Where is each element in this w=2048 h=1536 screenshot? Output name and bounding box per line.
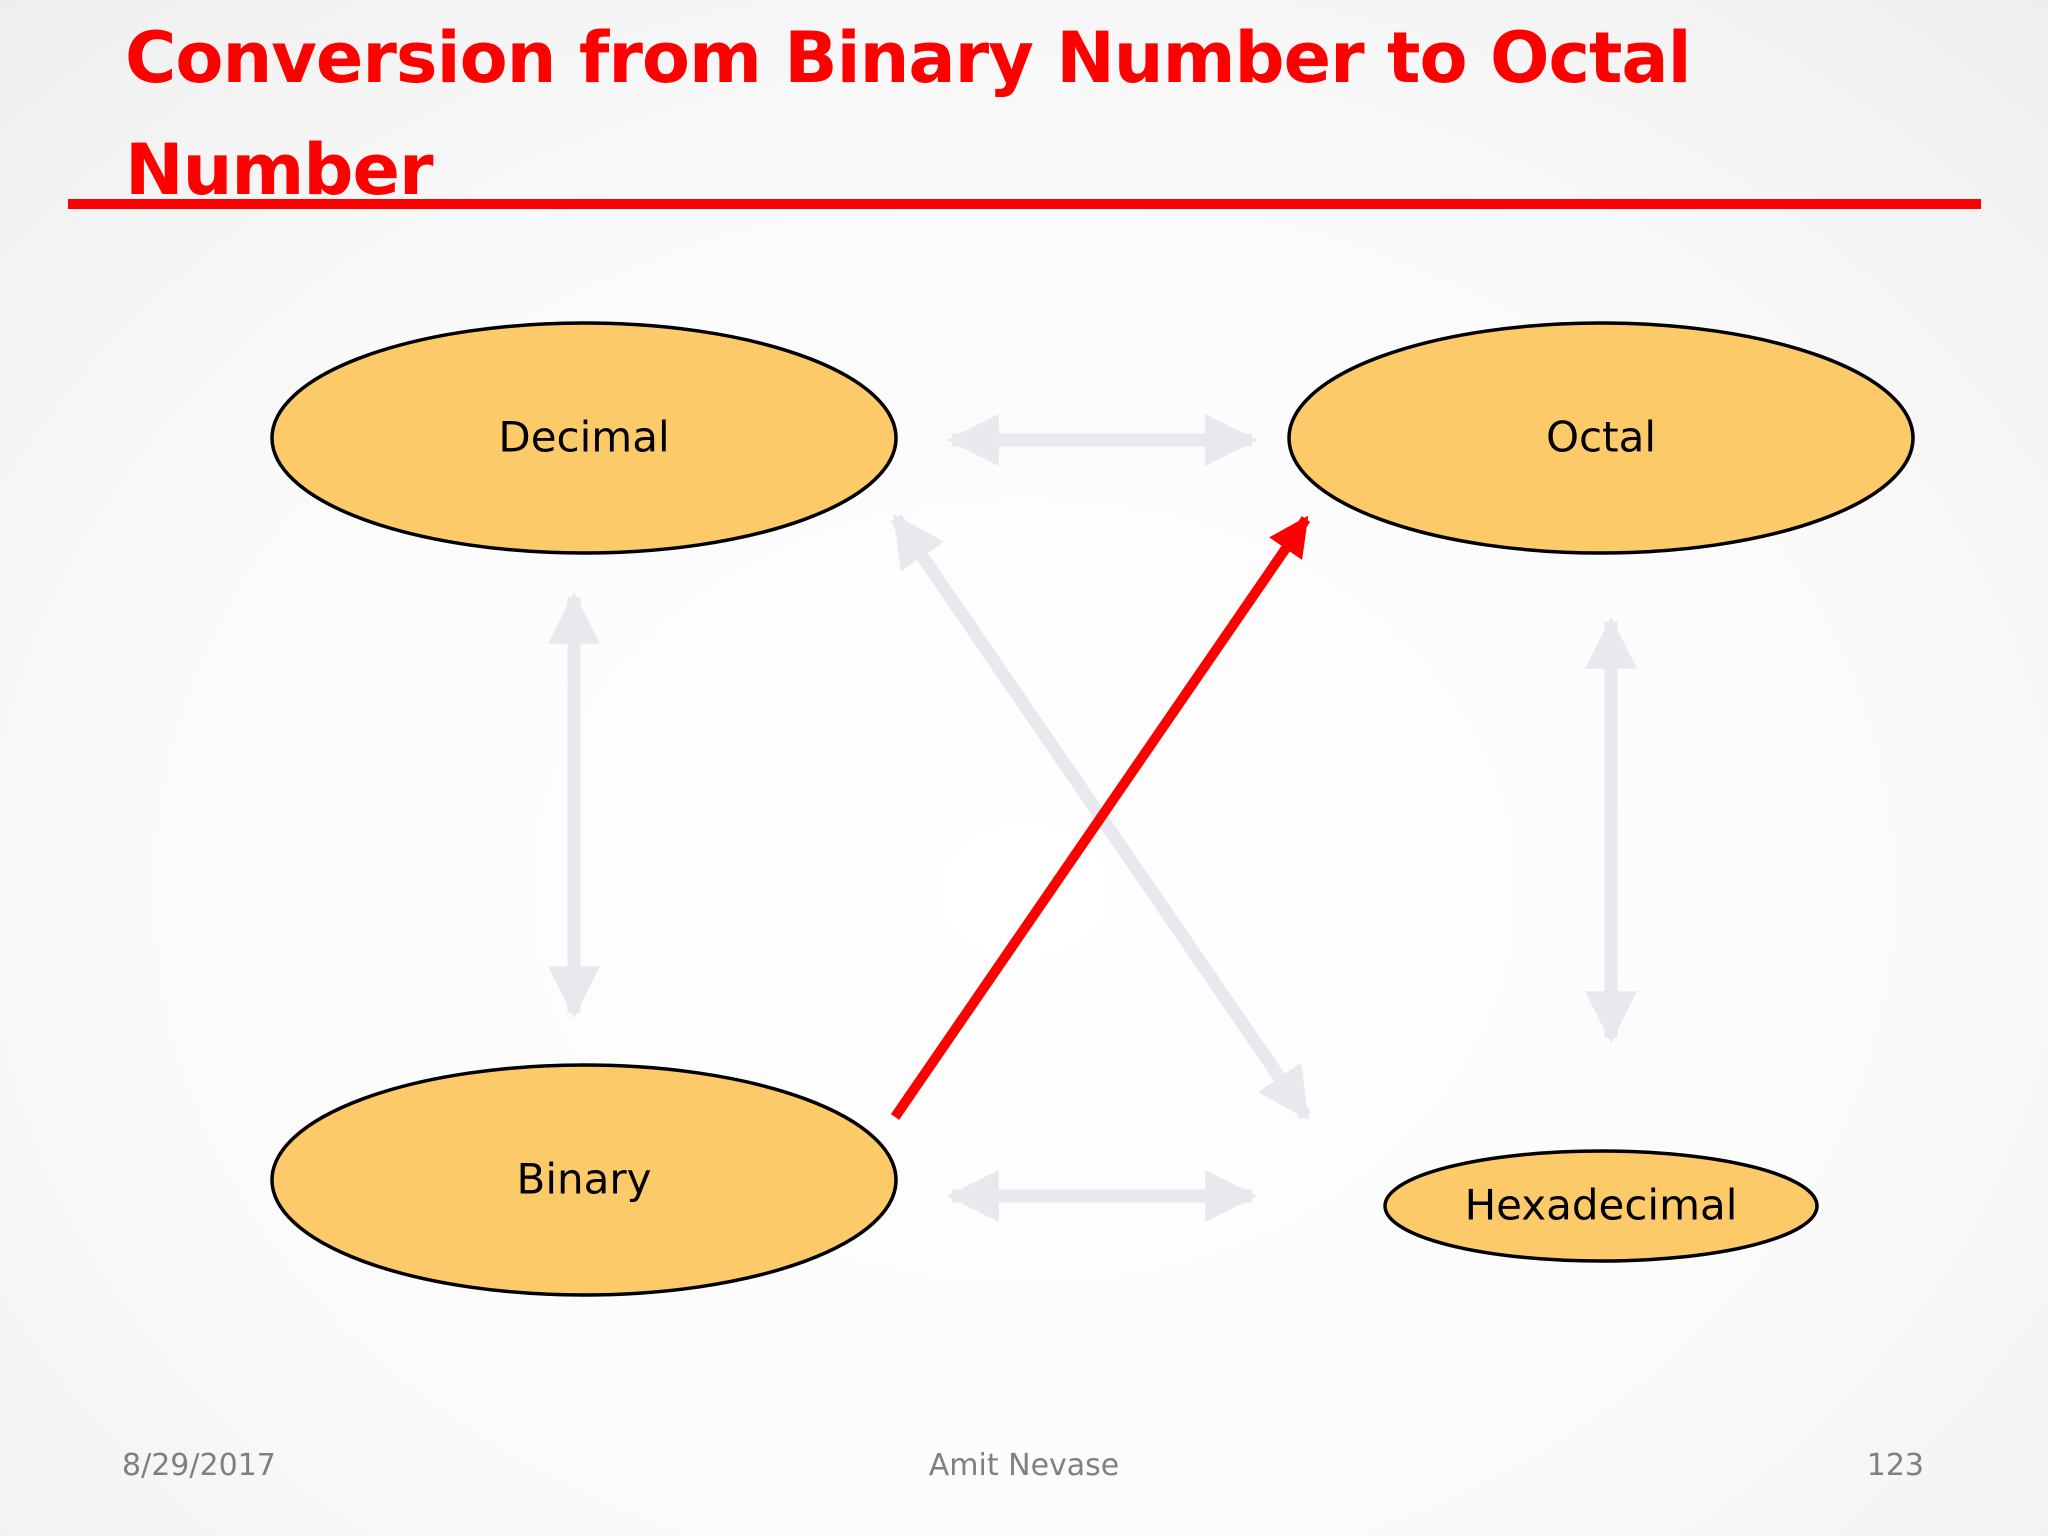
- node-hexadecimal-label: Hexadecimal: [1465, 1181, 1738, 1230]
- node-octal: Octal: [1287, 321, 1915, 555]
- node-decimal: Decimal: [270, 321, 898, 555]
- footer-author: Amit Nevase: [928, 1448, 1120, 1483]
- footer-page-number: 123: [1866, 1448, 1924, 1483]
- footer-date: 8/29/2017: [122, 1448, 276, 1483]
- arrow-binary-to-octal-highlight: [890, 515, 1311, 1120]
- node-binary: Binary: [270, 1063, 898, 1297]
- node-decimal-label: Decimal: [498, 413, 669, 462]
- slide-title: Conversion from Binary Number to Octal N…: [125, 17, 1692, 211]
- node-octal-label: Octal: [1546, 413, 1656, 462]
- title-underline: [68, 199, 1981, 209]
- node-binary-label: Binary: [517, 1155, 652, 1204]
- node-hexadecimal: Hexadecimal: [1383, 1149, 1819, 1263]
